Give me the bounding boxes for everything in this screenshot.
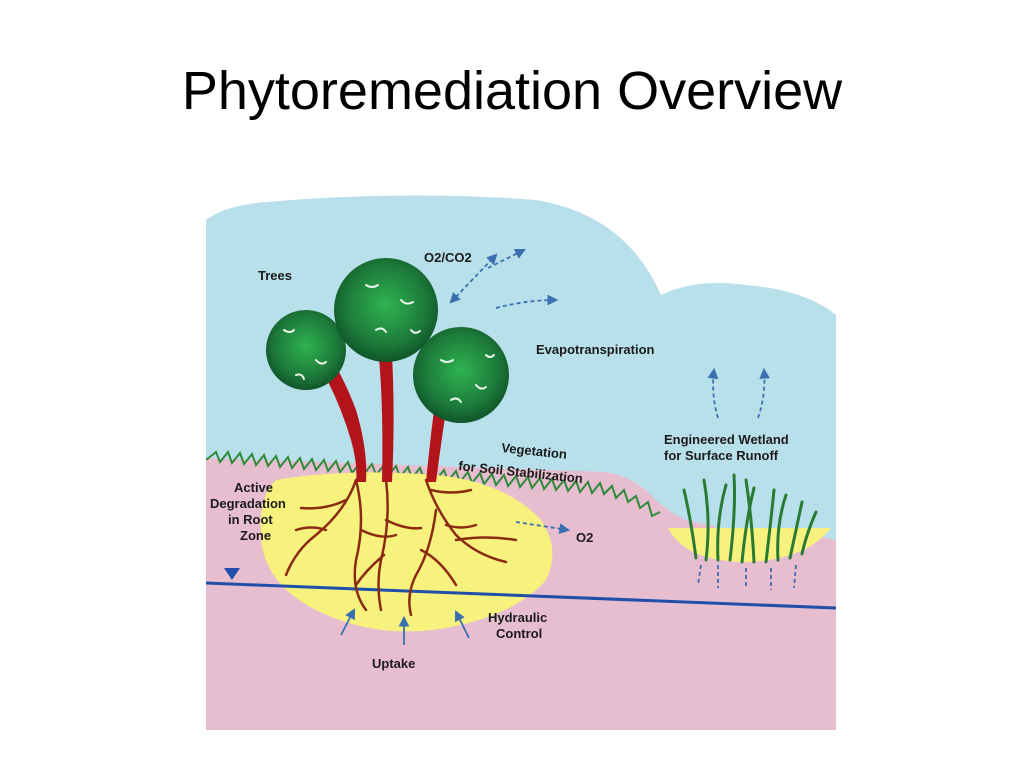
root-zone xyxy=(260,472,553,632)
wetland-evap-arrow-right xyxy=(757,367,771,419)
label-evapotranspiration: Evapotranspiration xyxy=(536,342,655,357)
tree-canopies xyxy=(266,258,509,423)
o2-release-arrow xyxy=(515,521,571,535)
label-wetland-line1: Engineered Wetland xyxy=(664,432,789,447)
uptake-arrows xyxy=(340,608,470,645)
water-table-line xyxy=(206,581,836,610)
label-uptake: Uptake xyxy=(372,656,415,671)
label-hydraulic-line1: Hydraulic xyxy=(488,610,547,625)
label-active-line4: Zone xyxy=(240,528,271,543)
flow-arrows xyxy=(449,249,797,590)
label-wetland-line2: for Surface Runoff xyxy=(664,448,779,463)
label-active-line3: in Root xyxy=(228,512,273,527)
label-o2co2: O2/CO2 xyxy=(424,250,472,265)
label-vegetation-line1: Vegetation xyxy=(501,440,568,462)
wetland-reeds xyxy=(682,473,818,564)
phytoremediation-diagram: Trees O2/CO2 Evapotranspiration Vegetati… xyxy=(206,190,836,730)
label-o2: O2 xyxy=(576,530,593,545)
label-active-line2: Degradation xyxy=(210,496,286,511)
label-trees: Trees xyxy=(258,268,292,283)
wetland-infiltration-arrows xyxy=(697,564,797,590)
label-hydraulic-line2: Control xyxy=(496,626,542,641)
water-table-marker xyxy=(224,568,240,580)
wetland-evap-arrow-left xyxy=(707,367,719,419)
evapotranspiration-arrow xyxy=(495,294,559,309)
o2co2-arrow xyxy=(449,253,498,304)
slide-title: Phytoremediation Overview xyxy=(181,61,843,121)
tree-roots xyxy=(284,478,518,617)
label-active-line1: Active xyxy=(234,480,273,495)
